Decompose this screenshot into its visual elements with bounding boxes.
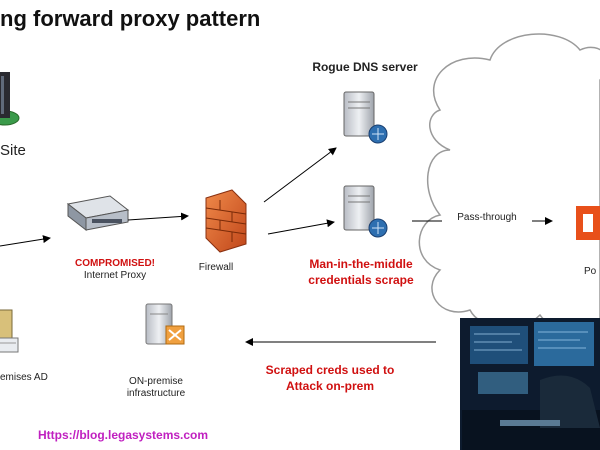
rogue-dns-server-icon xyxy=(343,91,388,144)
arrow-to-proxy xyxy=(0,235,51,247)
scraped-label-line2: Attack on-prem xyxy=(285,379,374,393)
arrow-proxy-to-firewall xyxy=(127,212,189,221)
onprem-label-line1: ON-premise xyxy=(129,376,183,387)
cloud-shape xyxy=(418,33,600,330)
ad-label: emises AD xyxy=(0,372,48,383)
hacker-photo xyxy=(460,318,600,450)
proxy-status: COMPROMISED! xyxy=(75,258,155,269)
cloud-service-label: Po xyxy=(584,266,597,277)
arrow-firewall-to-dns xyxy=(263,147,337,203)
ad-computer-icon xyxy=(0,309,19,353)
onprem-label-line2: infrastructure xyxy=(126,388,186,399)
mitm-label-line2: credentials scrape xyxy=(308,273,414,287)
scraped-label-line1: Scraped creds used to xyxy=(265,363,395,377)
passthrough-label: Pass-through xyxy=(442,212,532,223)
firewall-icon xyxy=(205,189,247,253)
firewall-label: Firewall xyxy=(198,262,234,273)
office-icon xyxy=(576,206,600,240)
proxy-label: Internet Proxy xyxy=(83,270,147,281)
mitm-server-icon xyxy=(343,185,388,238)
blog-url-link[interactable]: Https://blog.legasystems.com xyxy=(38,428,209,442)
proxy-appliance-icon xyxy=(66,195,130,232)
onprem-server-icon xyxy=(145,303,185,345)
rogue-dns-label: Rogue DNS server xyxy=(312,60,418,74)
site-building-icon xyxy=(0,72,20,126)
site-label: Site xyxy=(0,142,26,159)
diagram-title: ng forward proxy pattern xyxy=(0,6,261,31)
arrow-firewall-to-mitm xyxy=(267,219,335,235)
mitm-label-line1: Man-in-the-middle xyxy=(309,257,413,271)
